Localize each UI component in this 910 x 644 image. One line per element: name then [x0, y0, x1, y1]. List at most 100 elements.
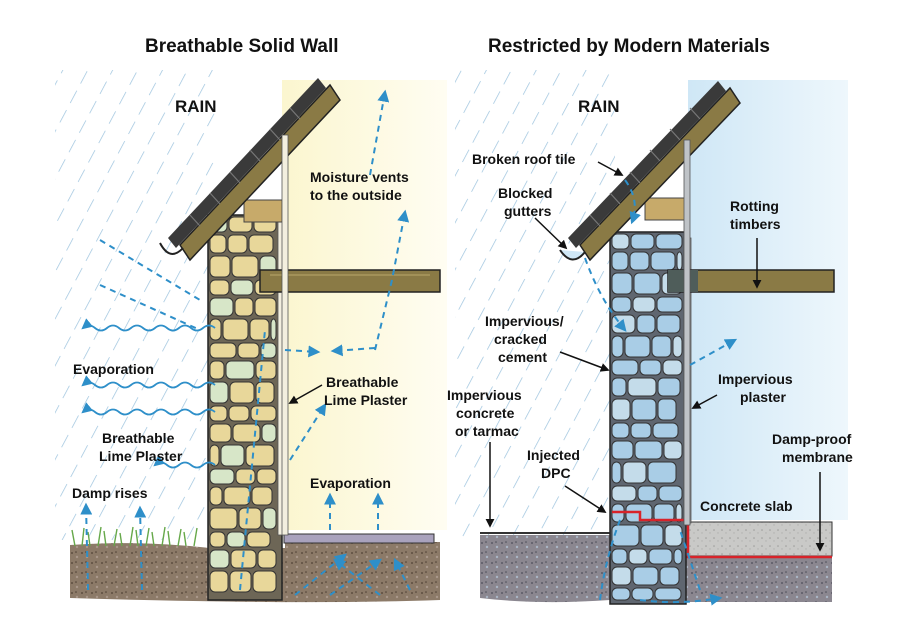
stone-block — [651, 335, 672, 358]
right-impervious-concrete-label-2: concrete — [456, 405, 515, 421]
right-concrete-slab — [685, 521, 833, 557]
stone-block — [611, 296, 632, 313]
stone-block — [662, 359, 683, 376]
left-evaporation-waves — [81, 318, 216, 469]
stone-block — [648, 548, 673, 565]
stone-block — [250, 405, 277, 422]
stone-block — [672, 335, 683, 358]
right-interior — [688, 80, 848, 520]
stone-block — [229, 381, 255, 404]
right-injected-dpc — [612, 510, 690, 556]
stone-block — [257, 549, 277, 569]
stone-block — [631, 398, 657, 421]
stone-block — [611, 398, 631, 421]
stone-block — [611, 440, 634, 460]
stone-block — [656, 296, 683, 313]
stone-block — [270, 318, 277, 341]
right-concrete-slab-label: Concrete slab — [700, 498, 793, 514]
left-moisture-vents-label-2: to the outside — [310, 187, 402, 203]
stone-block — [611, 359, 639, 376]
stone-block — [220, 444, 245, 467]
left-interior — [282, 80, 447, 530]
left-breathable-outside-label-1: Breathable — [102, 430, 175, 446]
right-title: Restricted by Modern Materials — [488, 36, 770, 57]
stone-block — [611, 587, 631, 601]
stone-block — [611, 548, 628, 565]
right-broken-roof-tile-label: Broken roof tile — [472, 151, 576, 167]
stone-block — [209, 423, 232, 443]
stone-block — [659, 566, 680, 586]
right-impervious-cement-label-1: Impervious/ — [485, 313, 564, 329]
stone-block — [209, 279, 230, 296]
stone-block — [676, 251, 683, 271]
stone-block — [209, 360, 225, 380]
stone-block — [622, 461, 647, 484]
left-moisture-vents-label-1: Moisture vents — [310, 169, 409, 185]
right-attic-fill — [644, 197, 686, 221]
stone-block — [633, 272, 661, 295]
left-breathable-outside-label-2: Lime Plaster — [99, 448, 183, 464]
stone-block — [632, 296, 656, 313]
stone-block — [255, 360, 277, 380]
right-rain-label: RAIN — [578, 97, 620, 116]
stone-block — [248, 234, 274, 254]
right-blocked-gutters-label-2: gutters — [504, 203, 552, 219]
stone-block — [235, 468, 256, 485]
right-impervious-plaster-label-2: plaster — [740, 389, 786, 405]
stone-block — [639, 359, 662, 376]
stone-block — [237, 342, 260, 359]
left-moisture-arrows — [80, 89, 411, 596]
stone-block — [654, 587, 682, 601]
right-blocked-gutters-label-1: Blocked — [498, 185, 553, 201]
right-stone-wall — [609, 231, 692, 605]
right-damp-proof-label-1: Damp-proof — [772, 431, 852, 447]
left-gutter — [159, 242, 184, 255]
left-floor — [283, 533, 435, 544]
stone-block — [254, 297, 277, 317]
stone-block — [663, 440, 683, 460]
stone-block — [657, 398, 677, 421]
stone-block — [634, 440, 663, 460]
stone-block — [209, 342, 237, 359]
stone-block — [637, 485, 658, 502]
stone-block — [629, 251, 650, 271]
right-label-pointers — [485, 161, 825, 552]
stone-block — [630, 233, 655, 250]
stone-block — [611, 422, 630, 439]
stone-block — [630, 422, 652, 439]
right-impervious-cement-label-2: cracked — [494, 331, 547, 347]
stone-block — [611, 524, 640, 547]
stone-block — [229, 570, 252, 593]
stone-block — [657, 377, 681, 397]
stone-block — [627, 377, 657, 397]
stone-block — [636, 314, 656, 334]
stone-block — [230, 549, 257, 569]
stone-block — [234, 297, 254, 317]
right-roof — [568, 81, 741, 526]
stone-block — [673, 548, 683, 565]
stone-block — [225, 360, 255, 380]
right-impervious-concrete-label-1: Impervious — [447, 387, 522, 403]
stone-block — [226, 531, 246, 548]
stone-block — [209, 486, 223, 506]
stone-block — [209, 468, 235, 485]
stone-block — [653, 503, 675, 523]
stone-block — [658, 485, 683, 502]
stone-block — [227, 234, 248, 254]
stone-block — [209, 507, 238, 530]
right-impervious-plaster-label-1: Impervious — [718, 371, 793, 387]
stone-block — [209, 549, 230, 569]
right-ground-tarmac — [480, 535, 610, 603]
left-plaster-pointer — [288, 384, 323, 404]
right-damp-proof-label-2: membrane — [782, 449, 853, 465]
stone-block — [611, 377, 627, 397]
stone-block — [222, 318, 249, 341]
right-moisture-arrows — [584, 179, 738, 606]
stone-block — [223, 486, 251, 506]
stone-block — [640, 524, 664, 547]
stone-block — [228, 405, 250, 422]
stone-block — [628, 548, 648, 565]
right-injected-dpc-label-1: Injected — [527, 447, 580, 463]
stone-block — [647, 461, 677, 484]
stone-block — [650, 251, 676, 271]
